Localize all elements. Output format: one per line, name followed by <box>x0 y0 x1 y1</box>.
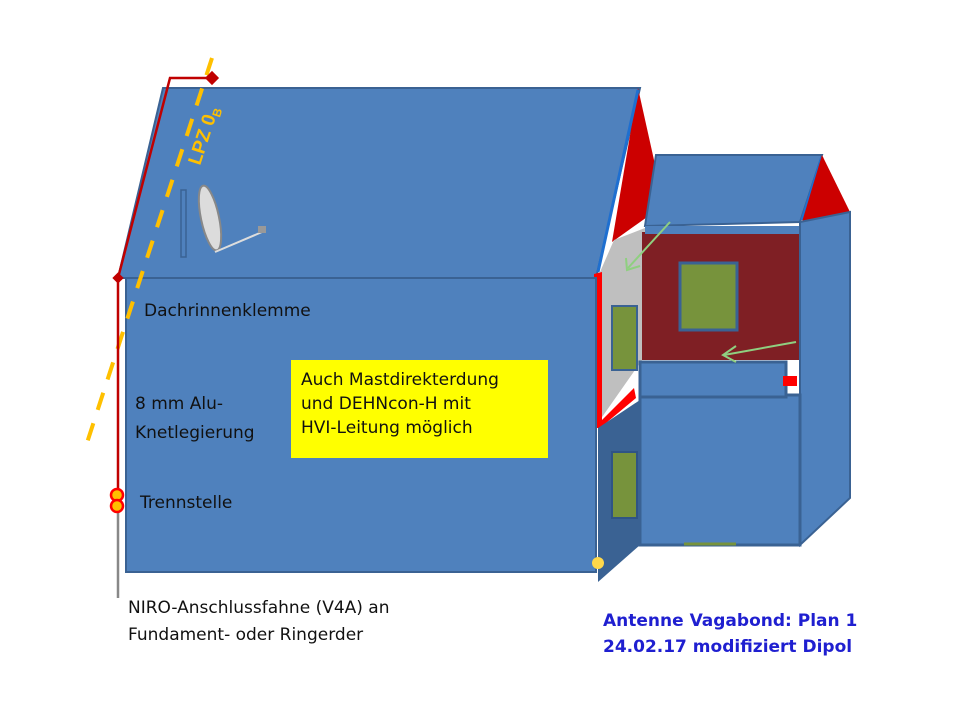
note-line1: Auch Mastdirekterdung <box>301 370 499 390</box>
red-trim <box>594 272 636 428</box>
side-window-lower <box>611 451 638 519</box>
roof-edge <box>596 89 640 273</box>
corner-mark <box>592 557 604 569</box>
annex-front-box <box>638 393 802 547</box>
annex-roof <box>643 154 824 228</box>
disconnect-icon <box>109 487 125 514</box>
band-red-mark <box>783 376 797 386</box>
caption-line1: Antenne Vagabond: Plan 1 <box>603 611 858 631</box>
lpz-boundary <box>82 57 214 453</box>
arrow-icon <box>625 221 797 363</box>
down-conductor <box>116 76 212 492</box>
main-roof <box>116 87 642 279</box>
caption-line2: 24.02.17 modifiziert Dipol <box>603 637 853 657</box>
note-line3: HVI-Leitung möglich <box>301 418 473 438</box>
note-line2: und DEHNcon-H mit <box>301 394 471 414</box>
annex-band <box>638 360 788 399</box>
conductor-label-line2: Knetlegierung <box>135 423 255 443</box>
annex-window <box>678 261 739 332</box>
terminal-label-line1: NIRO-Anschlussfahne (V4A) an <box>128 598 390 618</box>
annex-top-band <box>645 226 800 234</box>
disconnect-label: Trennstelle <box>140 493 233 513</box>
annex-side-wall <box>799 210 851 548</box>
note-box: Auch Mastdirekterdung und DEHNcon-H mit … <box>291 360 548 458</box>
terminal-label-line2: Fundament- oder Ringerder <box>128 625 364 645</box>
annex-gable <box>802 155 850 222</box>
gutter-clamp-label: Dachrinnenklemme <box>144 301 311 321</box>
satellite-dish-icon <box>180 184 266 258</box>
conductor-label-line1: 8 mm Alu- <box>135 394 224 414</box>
side-window-upper <box>611 305 638 371</box>
